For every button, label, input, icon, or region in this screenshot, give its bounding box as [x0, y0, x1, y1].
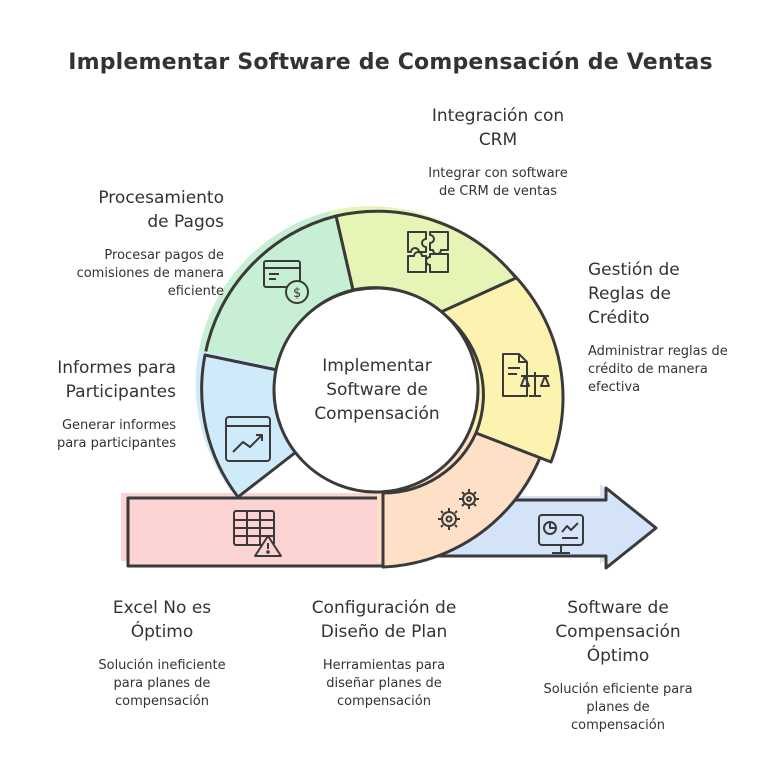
optimal-desc-line-3: compensación	[571, 718, 665, 733]
payments-desc-line-2: comisiones de manera	[76, 266, 224, 281]
credit-desc-line-3: efectiva	[588, 380, 641, 395]
crm-desc-line-1: Integrar con software	[428, 166, 568, 181]
center-circle	[272, 286, 480, 494]
reports-description: Generar informes para participantes	[20, 417, 176, 453]
plan-desc-line-3: compensación	[337, 694, 431, 709]
crm-title-line-2: CRM	[478, 130, 518, 150]
monitor-dashboard-icon	[538, 514, 584, 554]
document-scales-icon	[502, 353, 550, 397]
credit-title-line-2: Reglas de	[588, 284, 671, 304]
optimal-title: Software de Compensación Óptimo	[520, 596, 716, 668]
crm-title: Integración con CRM	[408, 104, 588, 152]
excel-title-line-2: Óptimo	[130, 622, 194, 642]
crm-desc-line-2: de CRM de ventas	[439, 184, 557, 199]
chart-report-icon	[225, 416, 271, 462]
reports-title: Informes para Participantes	[20, 356, 176, 404]
optimal-title-line-3: Óptimo	[586, 646, 650, 666]
crm-title-line-1: Integración con	[431, 106, 565, 126]
center-label: Implementar Software de Compensación	[296, 354, 458, 426]
excel-desc-line-2: para planes de	[113, 676, 211, 691]
label-payments: Procesamiento de Pagos Procesar pagos de…	[40, 186, 224, 301]
excel-description: Solución ineficiente para planes de comp…	[72, 657, 252, 711]
plan-description: Herramientas para diseñar planes de comp…	[294, 657, 474, 711]
credit-desc-line-2: crédito de manera	[588, 362, 708, 377]
optimal-desc-line-2: planes de	[586, 700, 650, 715]
payments-title: Procesamiento de Pagos	[40, 186, 224, 234]
label-plan: Configuración de Diseño de Plan Herramie…	[294, 596, 474, 711]
optimal-title-line-2: Compensación	[555, 622, 681, 642]
excel-title: Excel No es Óptimo	[72, 596, 252, 644]
credit-title: Gestión de Reglas de Crédito	[588, 258, 768, 330]
payment-coin-icon: $	[263, 260, 309, 304]
center-line-3: Compensación	[314, 404, 440, 424]
optimal-title-line-1: Software de	[567, 598, 669, 618]
label-excel: Excel No es Óptimo Solución ineficiente …	[72, 596, 252, 711]
credit-title-line-1: Gestión de	[588, 260, 680, 280]
plan-title: Configuración de Diseño de Plan	[294, 596, 474, 644]
payments-desc-line-3: eficiente	[167, 284, 224, 299]
payments-title-line-1: Procesamiento	[98, 188, 224, 208]
plan-desc-line-1: Herramientas para	[322, 658, 446, 673]
credit-title-line-3: Crédito	[588, 308, 650, 328]
plan-desc-line-2: diseñar planes de	[326, 676, 442, 691]
credit-description: Administrar reglas de crédito de manera …	[588, 343, 768, 397]
label-reports: Informes para Participantes Generar info…	[20, 356, 176, 453]
label-optimal: Software de Compensación Óptimo Solución…	[520, 596, 716, 735]
optimal-desc-line-1: Solución eficiente para	[543, 682, 693, 697]
excel-desc-line-1: Solución ineficiente	[98, 658, 226, 673]
spreadsheet-warning-icon	[233, 510, 282, 557]
center-line-2: Software de	[326, 380, 428, 400]
center-line-1: Implementar	[322, 356, 432, 376]
crm-description: Integrar con software de CRM de ventas	[408, 165, 588, 201]
reports-title-line-2: Participantes	[65, 382, 176, 402]
label-credit: Gestión de Reglas de Crédito Administrar…	[588, 258, 768, 397]
plan-title-line-1: Configuración de	[311, 598, 457, 618]
excel-segment	[121, 493, 385, 568]
excel-title-line-1: Excel No es	[112, 598, 212, 618]
plan-title-line-2: Diseño de Plan	[320, 622, 448, 642]
puzzle-icon	[407, 231, 449, 273]
reports-desc-line-2: para participantes	[56, 436, 176, 451]
reports-title-line-1: Informes para	[57, 358, 176, 378]
excel-desc-line-3: compensación	[115, 694, 209, 709]
label-crm: Integración con CRM Integrar con softwar…	[408, 104, 588, 201]
payments-title-line-2: de Pagos	[147, 212, 224, 232]
gears-icon	[438, 489, 479, 530]
reports-desc-line-1: Generar informes	[61, 418, 176, 433]
payments-desc-line-1: Procesar pagos de	[104, 248, 224, 263]
optimal-description: Solución eficiente para planes de compen…	[520, 681, 716, 735]
credit-desc-line-1: Administrar reglas de	[588, 344, 728, 359]
payments-description: Procesar pagos de comisiones de manera e…	[40, 247, 224, 301]
svg-text:$: $	[293, 286, 301, 301]
page-title: Implementar Software de Compensación de …	[68, 50, 713, 75]
